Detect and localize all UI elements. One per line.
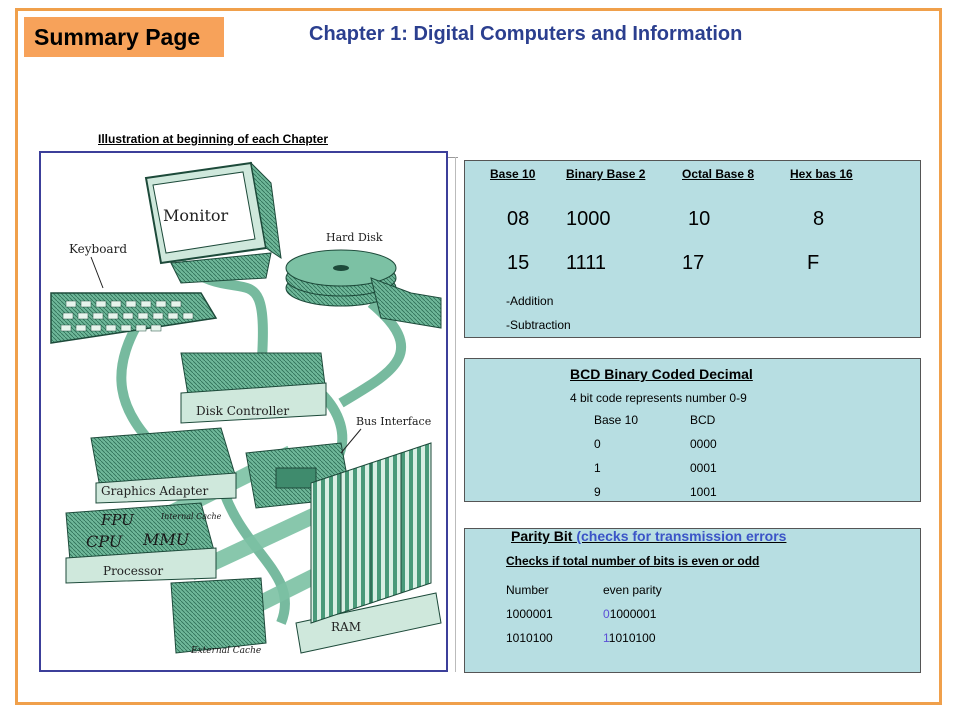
parity-title-main: Parity Bit <box>511 528 577 544</box>
illustration-caption: Illustration at beginning of each Chapte… <box>98 132 329 146</box>
header-octal: Octal Base 8 <box>682 167 755 181</box>
bcd-header-bcd: BCD <box>690 413 716 427</box>
row2-hex: F <box>807 252 820 274</box>
svg-text:Disk Controller: Disk Controller <box>196 404 289 418</box>
processor-icon: FPU Internal Cache CPU MMU Processor <box>65 502 222 584</box>
ram-icon: RAM <box>295 442 442 654</box>
parity-data-bits: 1000001 <box>609 607 657 621</box>
summary-page-label: Summary Page <box>24 17 224 57</box>
number-bases-panel <box>464 160 921 338</box>
bcd-row-decimal: 1 <box>594 461 601 475</box>
parity-row-number: 1000001 <box>506 607 553 621</box>
svg-text:Monitor: Monitor <box>163 206 229 225</box>
graphics-adapter-icon: Graphics Adapter <box>90 427 237 504</box>
row2-binary: 1111 <box>566 252 607 274</box>
row2-octal: 17 <box>682 252 705 274</box>
hardware-drawing: Monitor Keyboard Hard Disk Dis <box>50 161 442 656</box>
row1-hex: 8 <box>813 208 825 230</box>
bcd-panel <box>464 358 921 502</box>
svg-text:Bus Interface: Bus Interface <box>356 415 431 428</box>
bcd-row-code: 0001 <box>690 461 717 475</box>
bcd-row-decimal: 9 <box>594 485 601 499</box>
hard-disk-icon: Hard Disk <box>285 231 442 329</box>
row1-base10: 08 <box>507 208 530 230</box>
divider-line <box>455 157 456 672</box>
bcd-row-code: 0000 <box>690 437 717 451</box>
op-subtraction: -Subtraction <box>506 318 571 332</box>
parity-title-note: (checks for transmission errors <box>576 528 787 544</box>
header-binary: Binary Base 2 <box>566 167 646 181</box>
parity-subtitle: Checks if total number of bits is even o… <box>506 554 760 568</box>
svg-text:MMU: MMU <box>142 530 190 549</box>
parity-header-number: Number <box>506 583 549 597</box>
row1-octal: 10 <box>688 208 711 230</box>
parity-row-coded: 01000001 <box>603 607 656 621</box>
op-addition: -Addition <box>506 294 554 308</box>
svg-text:Processor: Processor <box>103 564 163 578</box>
bcd-row-decimal: 0 <box>594 437 601 451</box>
bcd-subtitle: 4 bit code represents number 0-9 <box>570 391 747 405</box>
parity-data-bits: 1010100 <box>608 631 656 645</box>
svg-text:FPU: FPU <box>100 511 135 529</box>
bcd-row-code: 1001 <box>690 485 717 499</box>
parity-bit: 0 <box>603 607 610 621</box>
parity-bit: 1 <box>603 631 609 645</box>
svg-text:External Cache: External Cache <box>190 646 261 656</box>
svg-text:Graphics Adapter: Graphics Adapter <box>101 484 209 498</box>
bcd-title: BCD Binary Coded Decimal <box>570 366 753 382</box>
bcd-header-base10: Base 10 <box>594 413 639 427</box>
svg-text:Keyboard: Keyboard <box>69 242 127 256</box>
svg-text:Internal Cache: Internal Cache <box>160 512 222 521</box>
row1-binary: 1000 <box>566 208 611 230</box>
keyboard-icon: Keyboard <box>50 242 218 344</box>
svg-text:RAM: RAM <box>331 620 361 634</box>
header-hex: Hex bas 16 <box>790 167 853 181</box>
header-base10: Base 10 <box>490 167 536 181</box>
parity-row-coded: 11010100 <box>603 631 656 645</box>
row2-base10: 15 <box>507 252 530 274</box>
svg-text:CPU: CPU <box>86 532 123 551</box>
svg-text:Hard Disk: Hard Disk <box>326 231 383 244</box>
chapter-title: Chapter 1: Digital Computers and Informa… <box>309 23 743 45</box>
disk-controller-icon: Disk Controller <box>180 352 327 424</box>
monitor-icon: Monitor <box>144 161 282 284</box>
parity-header-even: even parity <box>603 583 662 597</box>
external-cache-icon: External Cache <box>170 577 267 656</box>
parity-title: Parity Bit (checks for transmission erro… <box>511 528 786 544</box>
parity-row-number: 1010100 <box>506 631 553 645</box>
divider-line <box>448 157 458 158</box>
slide-frame <box>15 8 942 705</box>
parity-panel <box>464 528 921 673</box>
computer-hardware-illustration: Monitor Keyboard Hard Disk Dis <box>39 151 448 672</box>
